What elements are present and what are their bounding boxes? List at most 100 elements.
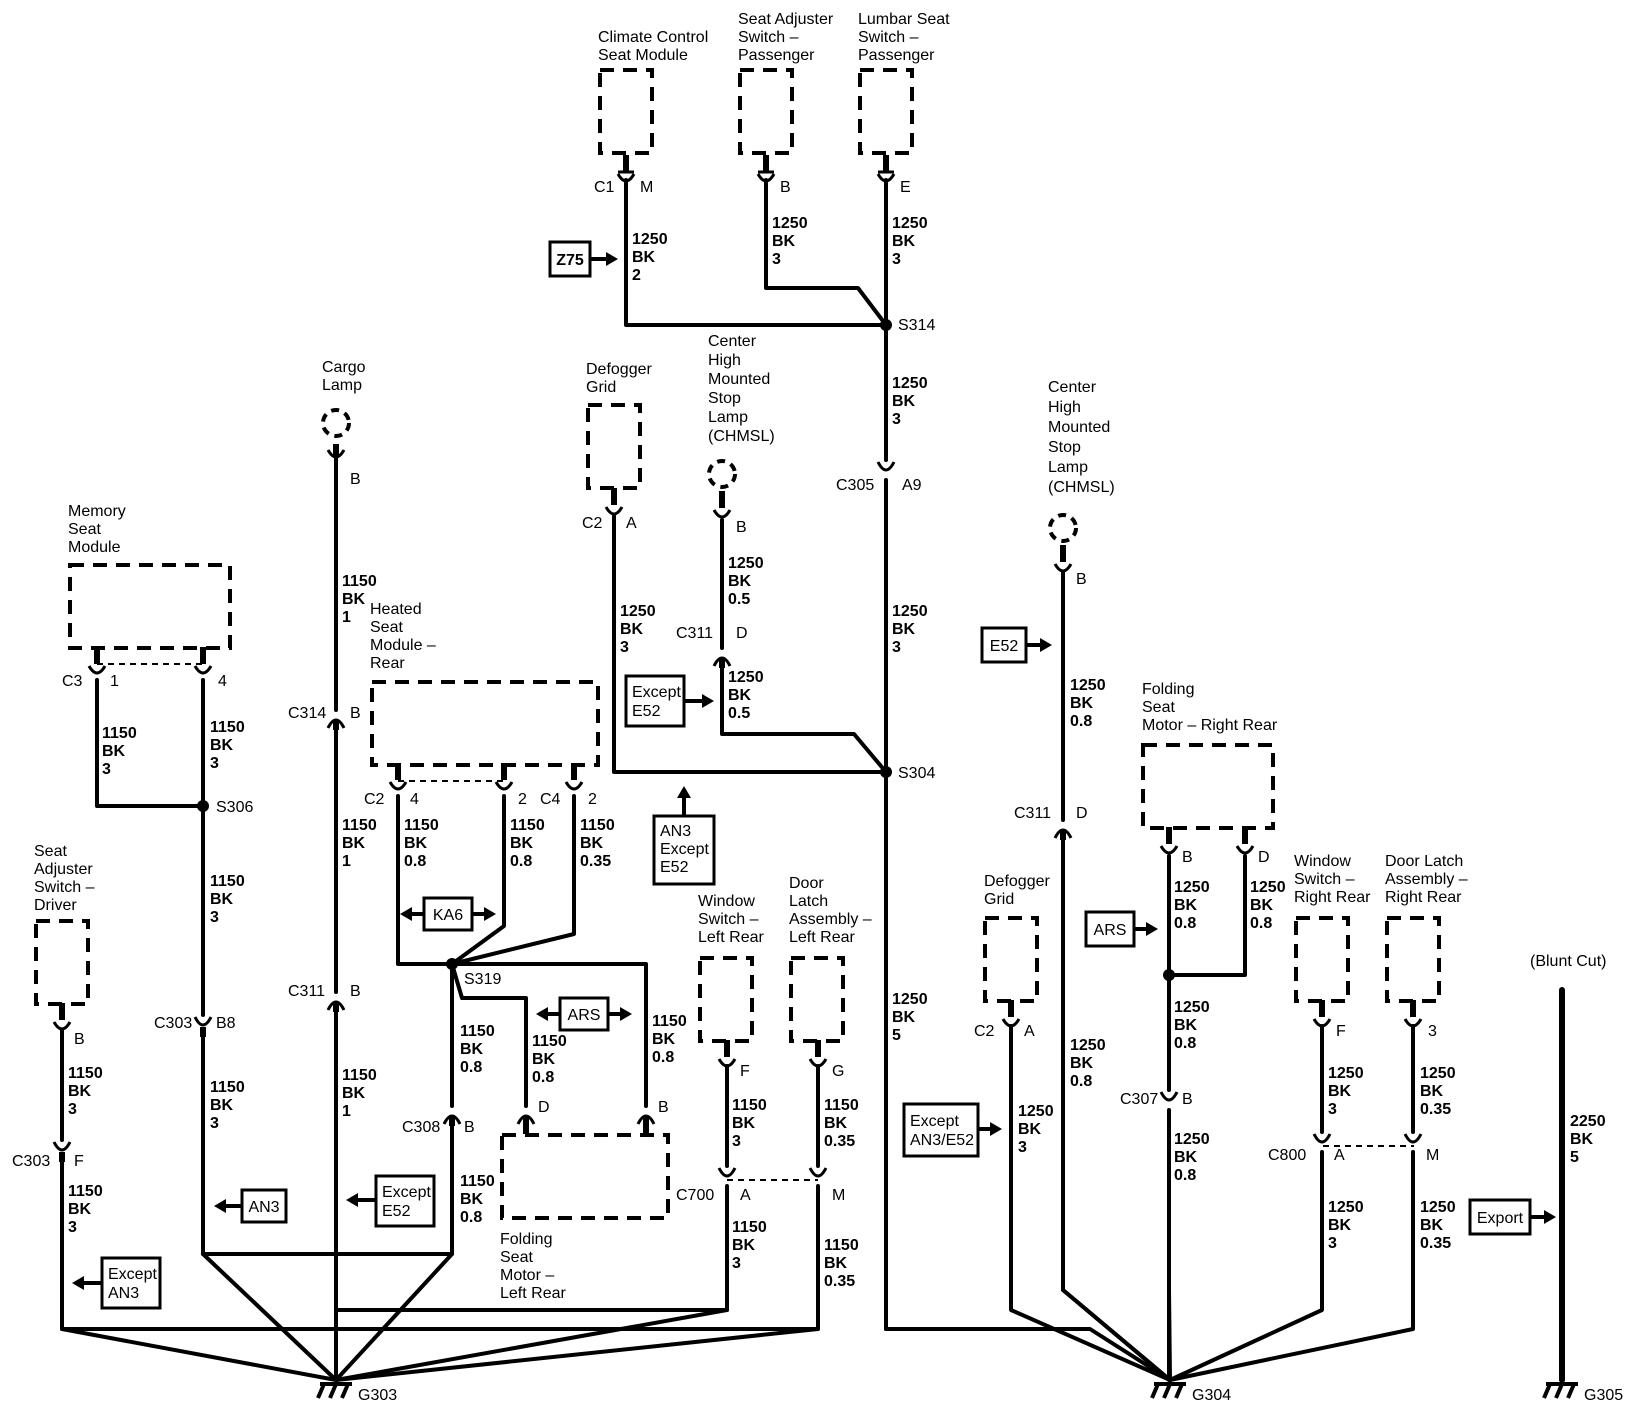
svg-text:1150: 1150 [732, 1097, 767, 1114]
svg-text:C4: C4 [540, 791, 561, 808]
svg-text:C307: C307 [1120, 1091, 1158, 1108]
defogger-grid-1-box [586, 403, 642, 490]
memory-seat-module-box [68, 563, 232, 650]
svg-text:1250: 1250 [1070, 1037, 1106, 1054]
svg-text:M: M [640, 179, 653, 196]
svg-text:F: F [74, 1153, 84, 1170]
window-switch-lr-box [698, 956, 754, 1043]
svg-text:1150: 1150 [460, 1023, 495, 1040]
option-box-except-an3: Except AN3 [72, 1256, 162, 1310]
svg-text:1250: 1250 [1328, 1199, 1364, 1216]
label-climate-seat-module: Climate Control Seat Module [598, 29, 708, 64]
svg-text:Module: Module [68, 539, 121, 556]
svg-text:BK: BK [824, 1255, 848, 1272]
svg-text:1250: 1250 [1174, 999, 1210, 1016]
svg-text:2250: 2250 [1570, 1113, 1606, 1130]
svg-text:A: A [740, 1187, 751, 1204]
svg-text:B: B [780, 179, 791, 196]
svg-text:3: 3 [732, 1255, 741, 1272]
svg-text:1250: 1250 [892, 603, 928, 620]
svg-text:1150: 1150 [652, 1013, 687, 1030]
splice-s304 [880, 766, 892, 778]
svg-text:BK: BK [1018, 1121, 1042, 1138]
svg-text:1150: 1150 [342, 573, 377, 590]
svg-text:D: D [1076, 805, 1088, 822]
svg-text:F: F [740, 1063, 750, 1080]
svg-text:Grid: Grid [984, 891, 1014, 908]
svg-text:Center: Center [708, 333, 757, 350]
svg-text:Passenger: Passenger [858, 47, 935, 64]
svg-text:BK: BK [1420, 1083, 1444, 1100]
svg-text:1150: 1150 [532, 1033, 567, 1050]
svg-text:Left Rear: Left Rear [500, 1285, 566, 1302]
svg-text:M: M [1426, 1147, 1439, 1164]
svg-text:ARS: ARS [568, 1007, 601, 1024]
ground-g303-label: G303 [358, 1387, 397, 1404]
svg-text:0.8: 0.8 [1174, 1167, 1196, 1184]
svg-text:Switch –: Switch – [738, 29, 799, 46]
svg-text:BK: BK [1570, 1131, 1594, 1148]
svg-text:0.8: 0.8 [1070, 1073, 1092, 1090]
label-memory-seat-module: Memory Seat Module [68, 503, 126, 556]
svg-text:Driver: Driver [34, 897, 77, 914]
svg-text:1250: 1250 [1070, 677, 1106, 694]
svg-text:Door Latch: Door Latch [1385, 853, 1463, 870]
svg-text:Center: Center [1048, 379, 1097, 396]
svg-text:Lamp: Lamp [1048, 459, 1088, 476]
svg-text:Passenger: Passenger [738, 47, 815, 64]
label-heated-seat-module: Heated Seat Module – Rear [370, 601, 436, 672]
svg-text:1150: 1150 [460, 1173, 495, 1190]
svg-text:BK: BK [1420, 1217, 1444, 1234]
svg-text:BK: BK [1250, 897, 1274, 914]
label-door-latch-rr: Door Latch Assembly – Right Rear [1385, 853, 1468, 906]
svg-text:0.35: 0.35 [580, 853, 611, 870]
svg-text:Motor – Right Rear: Motor – Right Rear [1142, 717, 1278, 734]
svg-text:BK: BK [632, 249, 656, 266]
heated-seat-module-box [370, 680, 600, 767]
svg-text:1250: 1250 [1420, 1065, 1456, 1082]
svg-text:BK: BK [892, 233, 916, 250]
seat-adjuster-driver-box [34, 919, 90, 1006]
svg-text:0.8: 0.8 [404, 853, 426, 870]
svg-text:0.8: 0.8 [460, 1209, 482, 1226]
door-latch-rr-box [1385, 916, 1441, 1003]
svg-text:BK: BK [1174, 1017, 1198, 1034]
svg-text:1250: 1250 [728, 555, 764, 572]
ground-g304-symbol [1150, 1382, 1186, 1399]
svg-text:ARS: ARS [1094, 922, 1127, 939]
svg-text:Latch: Latch [789, 893, 828, 910]
svg-text:BK: BK [68, 1201, 92, 1218]
svg-text:A: A [626, 515, 637, 532]
svg-text:BK: BK [892, 393, 916, 410]
svg-text:3: 3 [210, 1115, 219, 1132]
svg-text:1150: 1150 [210, 873, 245, 890]
svg-text:D: D [736, 625, 748, 642]
chmsl-2-bulb [1048, 513, 1078, 543]
svg-text:Left Rear: Left Rear [698, 929, 764, 946]
svg-text:1150: 1150 [732, 1219, 767, 1236]
option-box-except-an3-e52: Except AN3/E52 [902, 1102, 1002, 1158]
svg-text:Climate Control: Climate Control [598, 29, 708, 46]
svg-text:3: 3 [620, 639, 629, 656]
svg-text:BK: BK [210, 737, 234, 754]
svg-text:0.8: 0.8 [460, 1059, 482, 1076]
svg-text:2: 2 [588, 791, 597, 808]
option-box-z75: Z75 [548, 240, 618, 278]
svg-text:Assembly –: Assembly – [1385, 871, 1468, 888]
svg-text:C311: C311 [288, 983, 325, 1000]
svg-text:B: B [464, 1119, 475, 1136]
folding-seat-lr-box [500, 1133, 670, 1220]
svg-text:BK: BK [102, 743, 126, 760]
svg-text:Right Rear: Right Rear [1294, 889, 1371, 906]
svg-text:4: 4 [410, 791, 419, 808]
svg-text:C303: C303 [12, 1153, 50, 1170]
option-box-export: Export [1468, 1198, 1556, 1236]
connectors [52, 155, 1423, 1178]
svg-text:A9: A9 [902, 477, 922, 494]
svg-text:E: E [900, 179, 911, 196]
svg-text:1250: 1250 [620, 603, 656, 620]
svg-text:E52: E52 [990, 638, 1019, 655]
svg-text:C1: C1 [594, 179, 615, 196]
svg-text:1150: 1150 [580, 817, 615, 834]
